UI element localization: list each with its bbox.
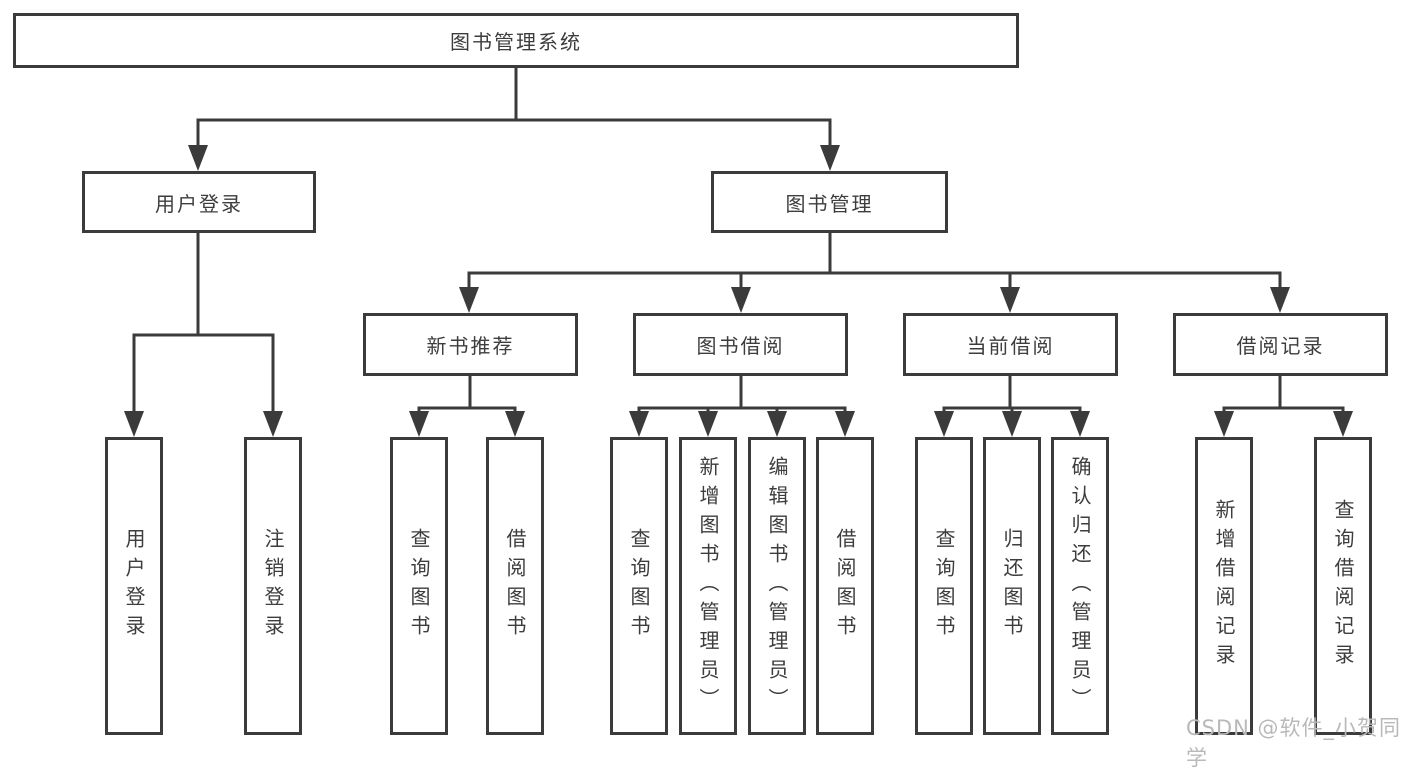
- leaf-add-borrow-record: 新增借阅记录: [1195, 437, 1253, 735]
- connector-lines: [124, 68, 1353, 437]
- node-user-login-label: 用户登录: [155, 191, 243, 216]
- leaf-return-book: 归还图书: [983, 437, 1041, 735]
- branch-book-management: [467, 232, 1282, 288]
- node-root-system: 图书管理系统: [13, 13, 1019, 68]
- leaf-label: 查询图书: [407, 528, 431, 644]
- leaf-borrow-book-recommend: 借阅图书: [486, 437, 544, 735]
- branch-new-book: [417, 375, 517, 412]
- leaf-confirm-return-admin: 确认归还（管理员）: [1051, 437, 1109, 735]
- leaf-user-login: 用户登录: [105, 437, 163, 735]
- node-book-borrow: 图书借阅: [633, 313, 848, 376]
- leaf-query-book-borrow: 查询图书: [610, 437, 668, 735]
- leaf-borrow-book: 借阅图书: [816, 437, 874, 735]
- leaf-label: 归还图书: [1000, 528, 1024, 644]
- leaf-label: 注销登录: [261, 528, 285, 644]
- leaf-label: 确认归还（管理员）: [1068, 455, 1092, 717]
- leaf-label: 新增借阅记录: [1212, 499, 1236, 673]
- node-new-book-recommend-label: 新书推荐: [426, 334, 515, 358]
- leaf-query-book-current: 查询图书: [915, 437, 973, 735]
- leaf-label: 查询图书: [932, 528, 956, 644]
- leaf-label: 查询图书: [627, 528, 651, 644]
- leaf-label: 借阅图书: [503, 528, 527, 644]
- leaf-label: 用户登录: [122, 528, 146, 644]
- node-user-login: 用户登录: [82, 171, 316, 233]
- leaf-label: 借阅图书: [833, 528, 857, 644]
- branch-root: [196, 68, 832, 146]
- node-new-book-recommend: 新书推荐: [363, 313, 578, 376]
- branch-borrow-record: [1222, 375, 1345, 412]
- leaf-logout: 注销登录: [244, 437, 302, 735]
- arrowheads: [124, 145, 1353, 437]
- node-borrow-record: 借阅记录: [1173, 313, 1388, 376]
- node-book-borrow-label: 图书借阅: [696, 334, 785, 358]
- node-current-borrow: 当前借阅: [903, 313, 1118, 376]
- branch-user-login: [132, 232, 275, 412]
- leaf-label: 查询借阅记录: [1331, 499, 1355, 673]
- leaf-edit-book-admin: 编辑图书（管理员）: [748, 437, 806, 735]
- leaf-query-borrow-record: 查询借阅记录: [1314, 437, 1372, 735]
- branch-book-borrow: [637, 375, 847, 412]
- leaf-add-book-admin: 新增图书（管理员）: [679, 437, 737, 735]
- node-borrow-record-label: 借阅记录: [1236, 334, 1325, 358]
- node-book-management-label: 图书管理: [785, 191, 874, 216]
- node-root-label: 图书管理系统: [450, 30, 582, 54]
- node-current-borrow-label: 当前借阅: [966, 334, 1055, 358]
- csdn-watermark: CSDN @软件_小贺同学: [1186, 716, 1402, 770]
- node-book-management: 图书管理: [711, 171, 948, 233]
- leaf-label: 新增图书（管理员）: [696, 455, 720, 717]
- branch-current-borrow: [942, 375, 1082, 412]
- leaf-label: 编辑图书（管理员）: [765, 455, 789, 717]
- leaf-query-book-recommend: 查询图书: [390, 437, 448, 735]
